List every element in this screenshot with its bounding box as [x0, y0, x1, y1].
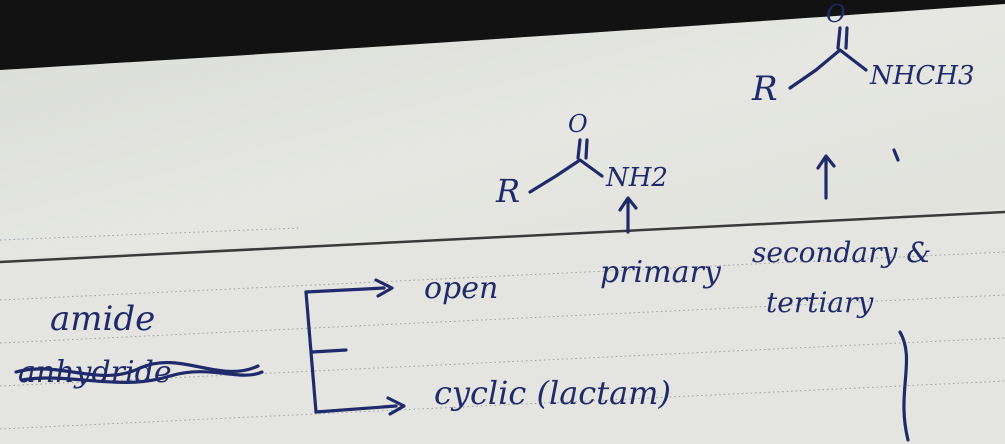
open-arrow [304, 278, 394, 298]
primary-amide-structure: R O NH2 [495, 110, 668, 234]
secondary-nhch3: NHCH3 [869, 61, 975, 91]
open-label: open [424, 271, 498, 306]
primary-double-bond [576, 138, 589, 160]
secondary-double-bond [836, 26, 849, 50]
secondary-amide-structure: R O NHCH3 [751, 0, 975, 200]
left-notes: amide anhydride [14, 299, 264, 390]
primary-nh2: NH2 [605, 163, 668, 193]
secondary-label: secondary & [752, 236, 931, 269]
secondary-r: R [751, 69, 778, 109]
cyclic-arrow [314, 396, 406, 416]
page-edge [0, 210, 1005, 264]
lower-page [0, 208, 1005, 444]
anhydride-crossed: anhydride [18, 355, 172, 390]
secondary-o: O [826, 0, 846, 28]
bracket-middle [310, 348, 348, 354]
secondary-skeleton [788, 48, 868, 90]
strike-through-2 [20, 370, 264, 385]
primary-label: primary [600, 255, 722, 290]
primary-o: O [568, 110, 588, 138]
tertiary-label: tertiary [766, 286, 874, 319]
amide-word: amide [50, 299, 155, 339]
right-brace-line [898, 330, 910, 442]
strike-through-1 [14, 361, 260, 377]
branch-bracket [304, 278, 406, 416]
cyclic-label: cyclic (lactam) [434, 374, 671, 412]
stray-mark [892, 148, 900, 162]
secondary-arrow [816, 154, 836, 200]
primary-r: R [495, 172, 520, 210]
primary-skeleton [528, 158, 604, 194]
primary-arrow [618, 196, 638, 234]
upper-page [0, 4, 1005, 270]
